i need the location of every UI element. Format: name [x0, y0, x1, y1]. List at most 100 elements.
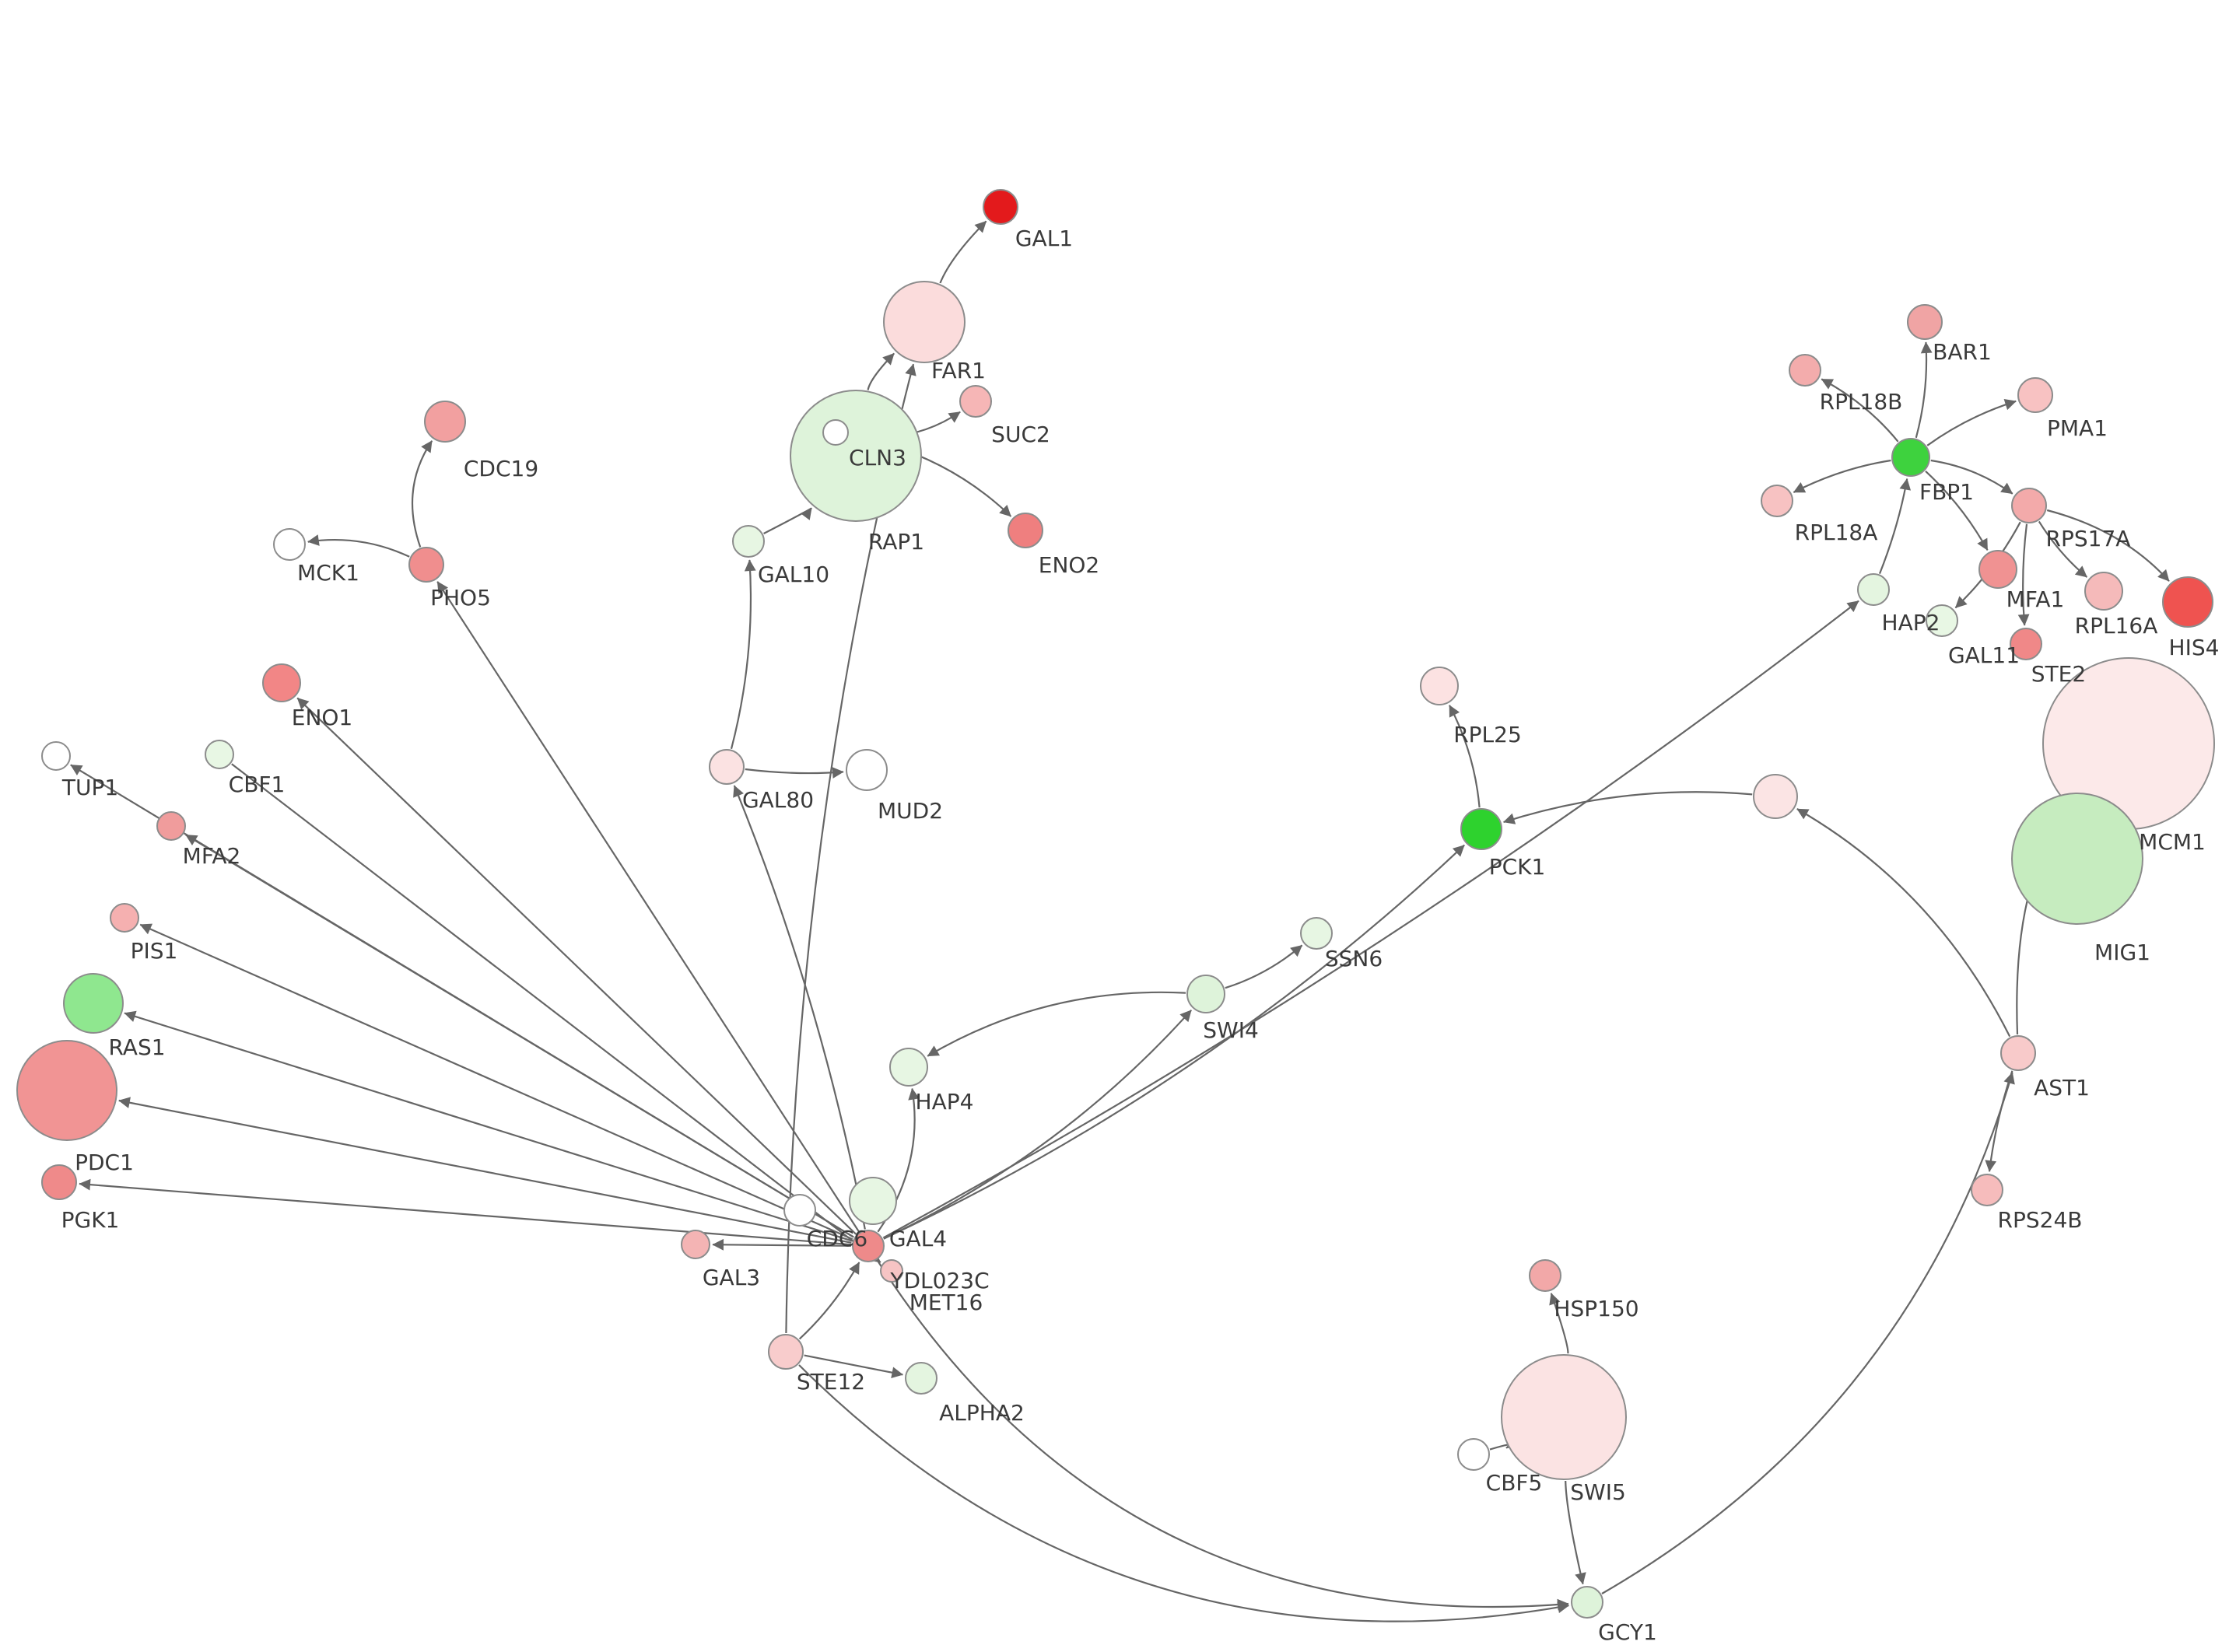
- label-RPS24B: RPS24B: [1998, 1207, 2083, 1233]
- node-GAL3[interactable]: [681, 1230, 710, 1259]
- node-MUD2[interactable]: [846, 749, 888, 791]
- node-CLN3[interactable]: [790, 390, 922, 522]
- node-RPL25[interactable]: [1420, 667, 1459, 705]
- node-CBF5[interactable]: [1457, 1438, 1490, 1471]
- node-MET16[interactable]: [880, 1259, 903, 1283]
- edge-GAL4-GAL80[interactable]: [733, 785, 866, 1230]
- node-PIS1[interactable]: [110, 903, 139, 933]
- edge-GAL4-GCY1[interactable]: [876, 1260, 1569, 1611]
- edge-RPS17A-RPL16A[interactable]: [2038, 520, 2088, 578]
- edge-RPS17A-STE2[interactable]: [2017, 523, 2030, 626]
- node-GAL1[interactable]: [983, 189, 1018, 225]
- edge-PHO5-CDC19[interactable]: [411, 440, 433, 548]
- node-ALPHA2[interactable]: [905, 1362, 938, 1395]
- node-SWI4[interactable]: [1186, 975, 1225, 1013]
- edge-SWI4-HAP4[interactable]: [927, 991, 1186, 1057]
- label-YDL023C: YDL023C: [889, 1268, 989, 1293]
- edge-GAL4-SWI4[interactable]: [883, 1010, 1193, 1240]
- edge-FBP1-BAR1[interactable]: [1915, 341, 1933, 439]
- label-CDC6: CDC6: [807, 1226, 867, 1251]
- edge-GAL4-RAS1[interactable]: [124, 1010, 853, 1242]
- node-RPL18A[interactable]: [1761, 485, 1793, 517]
- edge-PHO5-MCK1[interactable]: [307, 534, 410, 558]
- edge-STE12-ALPHA2[interactable]: [804, 1354, 903, 1378]
- node-RAS1[interactable]: [63, 973, 124, 1034]
- node-GAL11[interactable]: [1926, 604, 1958, 637]
- node-HAP4[interactable]: [889, 1048, 928, 1087]
- node-CDC19[interactable]: [424, 401, 466, 443]
- edge-GAL4-PDC1[interactable]: [118, 1097, 852, 1244]
- node-CDC6[interactable]: [783, 1194, 816, 1227]
- node-RPS24B[interactable]: [1971, 1174, 2003, 1206]
- edge-PCK1-RPL25[interactable]: [1449, 705, 1481, 808]
- node-GAL80[interactable]: [709, 749, 745, 785]
- node-HSP150[interactable]: [1529, 1259, 1561, 1292]
- node-CBF1[interactable]: [205, 740, 234, 769]
- edge-GAL80-GAL10[interactable]: [730, 559, 756, 750]
- node-STE12[interactable]: [768, 1334, 804, 1370]
- edge-FBP1-RPL18A[interactable]: [1793, 459, 1891, 493]
- edge-FBP1-PMA1[interactable]: [1926, 398, 2017, 446]
- edge-GAL4-HAP2[interactable]: [882, 600, 1859, 1239]
- node-HIS4[interactable]: [2162, 576, 2213, 628]
- edge-GAL4-ENO1[interactable]: [296, 697, 857, 1235]
- node-GCY1[interactable]: [1571, 1586, 1603, 1619]
- edge-FBP1-RPL18B[interactable]: [1821, 378, 1899, 443]
- node-RAP1[interactable]: [822, 419, 849, 446]
- node-unlabeled[interactable]: [1753, 774, 1798, 819]
- node-FAR1[interactable]: [883, 281, 966, 363]
- edge-GAL10-CLN3[interactable]: [763, 507, 813, 534]
- edge-GAL4-PHO5[interactable]: [436, 581, 860, 1233]
- edge-GAL80-MUD2[interactable]: [745, 767, 844, 779]
- edge-GAL4-GAL3[interactable]: [712, 1238, 852, 1251]
- node-TUP1[interactable]: [41, 741, 71, 771]
- label-SWI4: SWI4: [1203, 1017, 1259, 1043]
- edge-GCY1-AST1[interactable]: [1601, 1072, 2015, 1594]
- edge-FAR1-GAL1[interactable]: [939, 220, 987, 284]
- node-YDL023C[interactable]: [849, 1177, 897, 1225]
- node-GAL4[interactable]: [852, 1230, 885, 1262]
- edge-RPS17A-HIS4[interactable]: [2046, 509, 2170, 582]
- label-CDC19: CDC19: [464, 456, 538, 481]
- node-PGK1[interactable]: [41, 1164, 77, 1200]
- edge-CLN3-FAR1[interactable]: [867, 352, 895, 390]
- edge-SWI5-HSP150[interactable]: [1549, 1293, 1569, 1354]
- edge-AST1-N1[interactable]: [1796, 808, 2011, 1038]
- edge-GAL4-PCK1[interactable]: [883, 844, 1465, 1240]
- node-RPL18B[interactable]: [1789, 354, 1821, 387]
- node-PDC1[interactable]: [16, 1040, 117, 1141]
- node-GAL10[interactable]: [732, 525, 765, 558]
- edge-STE12-GCY1[interactable]: [798, 1364, 1569, 1622]
- node-SWI5[interactable]: [1501, 1354, 1627, 1480]
- node-RPL16A[interactable]: [2084, 572, 2123, 611]
- node-PMA1[interactable]: [2017, 377, 2053, 413]
- node-BAR1[interactable]: [1907, 304, 1943, 340]
- edge-SWI5-GCY1[interactable]: [1565, 1480, 1586, 1585]
- node-HAP2[interactable]: [1857, 573, 1890, 606]
- node-MFA1[interactable]: [1978, 550, 2017, 589]
- node-MFA2[interactable]: [156, 811, 186, 841]
- node-SSN6[interactable]: [1300, 917, 1333, 950]
- edge-FBP1-RPS17A[interactable]: [1930, 459, 2013, 495]
- node-AST1[interactable]: [2000, 1035, 2036, 1071]
- node-RPS17A[interactable]: [2011, 488, 2047, 523]
- edge-GAL4-PIS1[interactable]: [139, 923, 853, 1241]
- node-ENO2[interactable]: [1008, 513, 1043, 548]
- node-MCK1[interactable]: [273, 528, 306, 561]
- node-STE2[interactable]: [2010, 628, 2042, 660]
- node-PHO5[interactable]: [408, 547, 444, 583]
- edge-HAP2-FBP1[interactable]: [1878, 478, 1912, 575]
- edge-STE12-GAL4[interactable]: [798, 1262, 860, 1340]
- node-SUC2[interactable]: [959, 385, 992, 418]
- node-ENO1[interactable]: [262, 663, 301, 702]
- edge-N1-PCK1[interactable]: [1503, 791, 1753, 824]
- node-FBP1[interactable]: [1891, 438, 1930, 477]
- edge-SWI4-SSN6[interactable]: [1225, 944, 1303, 989]
- edge-GAL4-PGK1[interactable]: [79, 1178, 852, 1246]
- node-MIG1[interactable]: [2011, 793, 2143, 925]
- edge-FBP1-MFA1[interactable]: [1925, 470, 1989, 551]
- edge-CBF1-MET16[interactable]: [231, 763, 881, 1263]
- node-PCK1[interactable]: [1460, 808, 1502, 850]
- edge-GAL4-MFA2[interactable]: [185, 834, 854, 1238]
